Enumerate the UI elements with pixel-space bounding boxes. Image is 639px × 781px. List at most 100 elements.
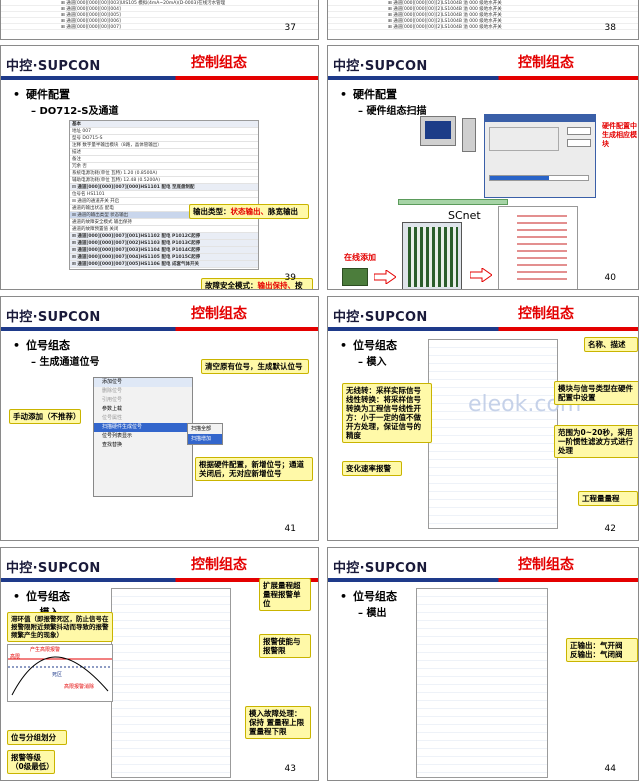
callout-eng-range: 工程量量程 bbox=[578, 491, 638, 506]
callout-clear-tags: 清空原有位号，生成默认位号 bbox=[201, 359, 309, 374]
submenu: 扫描全部 扫描增加 bbox=[187, 423, 223, 445]
channel-list: ⊞ 通道[000][000][00][2]LS1004B 溢 000 级地水开关… bbox=[328, 0, 638, 30]
callout-module-signal: 模块与信号类型在硬件配置中设置 bbox=[554, 381, 638, 405]
slide-43: 中控·SUPCON 控制组态 位号组态 模入 扩展量程超量程报警单位 报警使能与… bbox=[0, 547, 319, 781]
channel-line: ⊞ 通道[000][000][00][2]LS1004B 溢 000 级地水开关 bbox=[328, 18, 638, 24]
callout-range-unit: 扩展量程超量程报警单位 bbox=[259, 578, 311, 611]
table-row: 型号 DO715-S bbox=[70, 135, 258, 142]
supcon-logo: 中控·SUPCON bbox=[333, 561, 428, 576]
menu-item[interactable]: 添加位号 bbox=[94, 378, 192, 387]
slide-title: 控制组态 bbox=[191, 557, 247, 573]
supcon-logo: 中控·SUPCON bbox=[6, 310, 101, 325]
channel-line: ⊞ 通道[000][000][00][2]LS1004B 溢 000 级地水开关 bbox=[328, 0, 638, 6]
callout-output-type: 输出类型：状态输出、脉宽输出 bbox=[189, 204, 309, 219]
channel-line: ⊞ 通道[000][000][00][2]LS1004B 溢 000 级地水开关 bbox=[328, 12, 638, 18]
slide-header: 中控·SUPCON 控制组态 bbox=[328, 548, 638, 578]
slide-title: 控制组态 bbox=[191, 306, 247, 322]
property-table bbox=[111, 588, 231, 778]
menu-item[interactable]: 参数上载 bbox=[102, 406, 123, 412]
slide-header: 中控·SUPCON 控制组态 bbox=[1, 46, 318, 76]
table-row: 辅助电源功耗(单位 瓦特) 12.48 (0.5200A) bbox=[70, 177, 258, 184]
graph-label-high: 高限 bbox=[10, 654, 21, 660]
table-row: ⊞ 通道[000][000][007][001]HS1102 配电 P1012C… bbox=[70, 233, 258, 240]
callout-rate-alarm: 变化速率报警 bbox=[342, 461, 402, 476]
callout-line: 反输出：气闭阀 bbox=[570, 650, 623, 659]
bullet-heading: 位号组态 bbox=[340, 588, 397, 604]
slide-40: 中控·SUPCON 控制组态 硬件配置 硬件组态扫描 SCnet 在线添加 bbox=[327, 45, 639, 290]
module-icon bbox=[342, 268, 368, 286]
online-add-label: 在线添加 bbox=[344, 253, 376, 262]
menu-item[interactable]: 位号列表显示 bbox=[102, 433, 133, 439]
sub-heading: 生成通道位号 bbox=[31, 353, 99, 368]
property-table bbox=[428, 339, 558, 529]
context-menu: 添加位号 删除位号 引用位号 参数上载 位号属性 扫描硬件生成位号 位号列表显示… bbox=[93, 377, 193, 497]
callout-alarm-level: 报警等级（0级最低） bbox=[7, 750, 55, 774]
bullet-heading: 硬件配置 bbox=[13, 86, 70, 102]
table-row: ⊞ 通道[000][000][007][002]HS1103 配电 P1013C… bbox=[70, 240, 258, 247]
bullet-heading: 位号组态 bbox=[340, 337, 397, 353]
sub-heading: 硬件组态扫描 bbox=[358, 102, 426, 117]
channel-line: ⊞ 通道[000][000][00][007] bbox=[1, 24, 318, 30]
supcon-logo: 中控·SUPCON bbox=[6, 561, 101, 576]
callout-filter-range: 范围为0~20秒，采用一阶惯性滤波方式进行处理 bbox=[554, 425, 638, 458]
slide-title: 控制组态 bbox=[518, 557, 574, 573]
channel-line: ⊞ 通道[000][000][00][005] bbox=[1, 12, 318, 18]
table-row: 描述 bbox=[70, 149, 258, 156]
channel-line: ⊞ 通道[000][000][00][006] bbox=[1, 18, 318, 24]
slide-header: 中控·SUPCON 控制组态 bbox=[1, 297, 318, 327]
bullet-heading: 位号组态 bbox=[13, 588, 70, 604]
submenu-item[interactable]: 扫描全部 bbox=[191, 426, 212, 432]
callout-manual-add: 手动添加（不推荐） bbox=[9, 409, 81, 424]
table-row: 基本 bbox=[70, 121, 258, 128]
callout-alarm-limits: 报警使能与报警限 bbox=[259, 634, 311, 658]
table-row: ⊞ 通道[000][000][007][003]HS1104 配电 P1014C… bbox=[70, 247, 258, 254]
computer-icon bbox=[420, 116, 456, 146]
menu-item[interactable]: 查找替换 bbox=[102, 442, 123, 448]
arrow-right-icon bbox=[374, 270, 396, 284]
slide-partial-38: ⊞ 通道[000][000][00][2]LS1004B 溢 000 级地水开关… bbox=[327, 0, 639, 40]
graph-label-dead: 死区 bbox=[52, 672, 63, 678]
slide-44: 中控·SUPCON 控制组态 位号组态 模出 正输出：气开阀 反输出：气闭阀 4… bbox=[327, 547, 639, 781]
callout-generate-modules: 硬件配置中生成相应模块 bbox=[602, 122, 637, 148]
arrow-right-icon bbox=[470, 268, 492, 282]
callout-line: 正输出：气开阀 bbox=[570, 641, 623, 650]
table-row: ⊟ 通道[000][000][007][000]HS1101 配电 至底盘制配 bbox=[70, 184, 258, 191]
scnet-bus bbox=[398, 199, 508, 205]
slide-42: 中控·SUPCON 控制组态 位号组态 模入 eleok.com 名称、描述 模… bbox=[327, 296, 639, 541]
table-row: 位号名 HS1101 bbox=[70, 191, 258, 198]
slide-header: 中控·SUPCON 控制组态 bbox=[328, 46, 638, 76]
callout-fault-mode: 故障安全模式：输出保持、按预置值输出 bbox=[201, 278, 313, 289]
bullet-heading: 硬件配置 bbox=[340, 86, 397, 102]
header-divider bbox=[328, 327, 638, 331]
supcon-logo: 中控·SUPCON bbox=[333, 59, 428, 74]
menu-item[interactable]: 位号属性 bbox=[102, 415, 123, 421]
slide-header: 中控·SUPCON 控制组态 bbox=[328, 297, 638, 327]
slide-41: 中控·SUPCON 控制组态 位号组态 生成通道位号 添加位号 删除位号 引用位… bbox=[0, 296, 319, 541]
table-row: 冗余 否 bbox=[70, 163, 258, 170]
table-row: 地址 007 bbox=[70, 128, 258, 135]
page-number: 42 bbox=[604, 524, 616, 534]
header-divider bbox=[328, 578, 638, 582]
supcon-logo: 中控·SUPCON bbox=[6, 59, 101, 74]
scnet-label: SCnet bbox=[448, 209, 481, 222]
graph-label-clear: 高限报警消除 bbox=[64, 684, 95, 690]
page-number: 41 bbox=[284, 524, 296, 534]
table-row: 通道的故障预置值 关闭 bbox=[70, 226, 258, 233]
submenu-item[interactable]: 扫描增加 bbox=[188, 434, 222, 444]
page-number: 43 bbox=[284, 764, 296, 774]
menu-item[interactable]: 引用位号 bbox=[102, 397, 123, 403]
page-number: 39 bbox=[284, 273, 296, 283]
menu-item[interactable]: 扫描硬件生成位号 bbox=[94, 423, 192, 432]
page-number: 38 bbox=[604, 23, 616, 33]
menu-item[interactable]: 删除位号 bbox=[102, 388, 123, 394]
scan-dialog bbox=[484, 114, 596, 198]
table-row: ⊟ 通道的通道开关 开启 bbox=[70, 198, 258, 205]
channel-line: ⊞ 通道[000][000][00][003]UIS105 模拟(4mA~20m… bbox=[1, 0, 318, 6]
channel-line: ⊞ 通道[000][000][00][2]LS1004B 溢 000 级地水开关 bbox=[328, 24, 638, 30]
slide-39: 中控·SUPCON 控制组态 硬件配置 DO712-S及通道 基本 地址 007… bbox=[0, 45, 319, 290]
header-divider bbox=[1, 578, 318, 582]
header-divider bbox=[328, 76, 638, 80]
graph-label-alarm: 产生高限报警 bbox=[30, 647, 61, 653]
table-row: ⊟ 通道的输出类型 状态输出 bbox=[70, 212, 258, 219]
